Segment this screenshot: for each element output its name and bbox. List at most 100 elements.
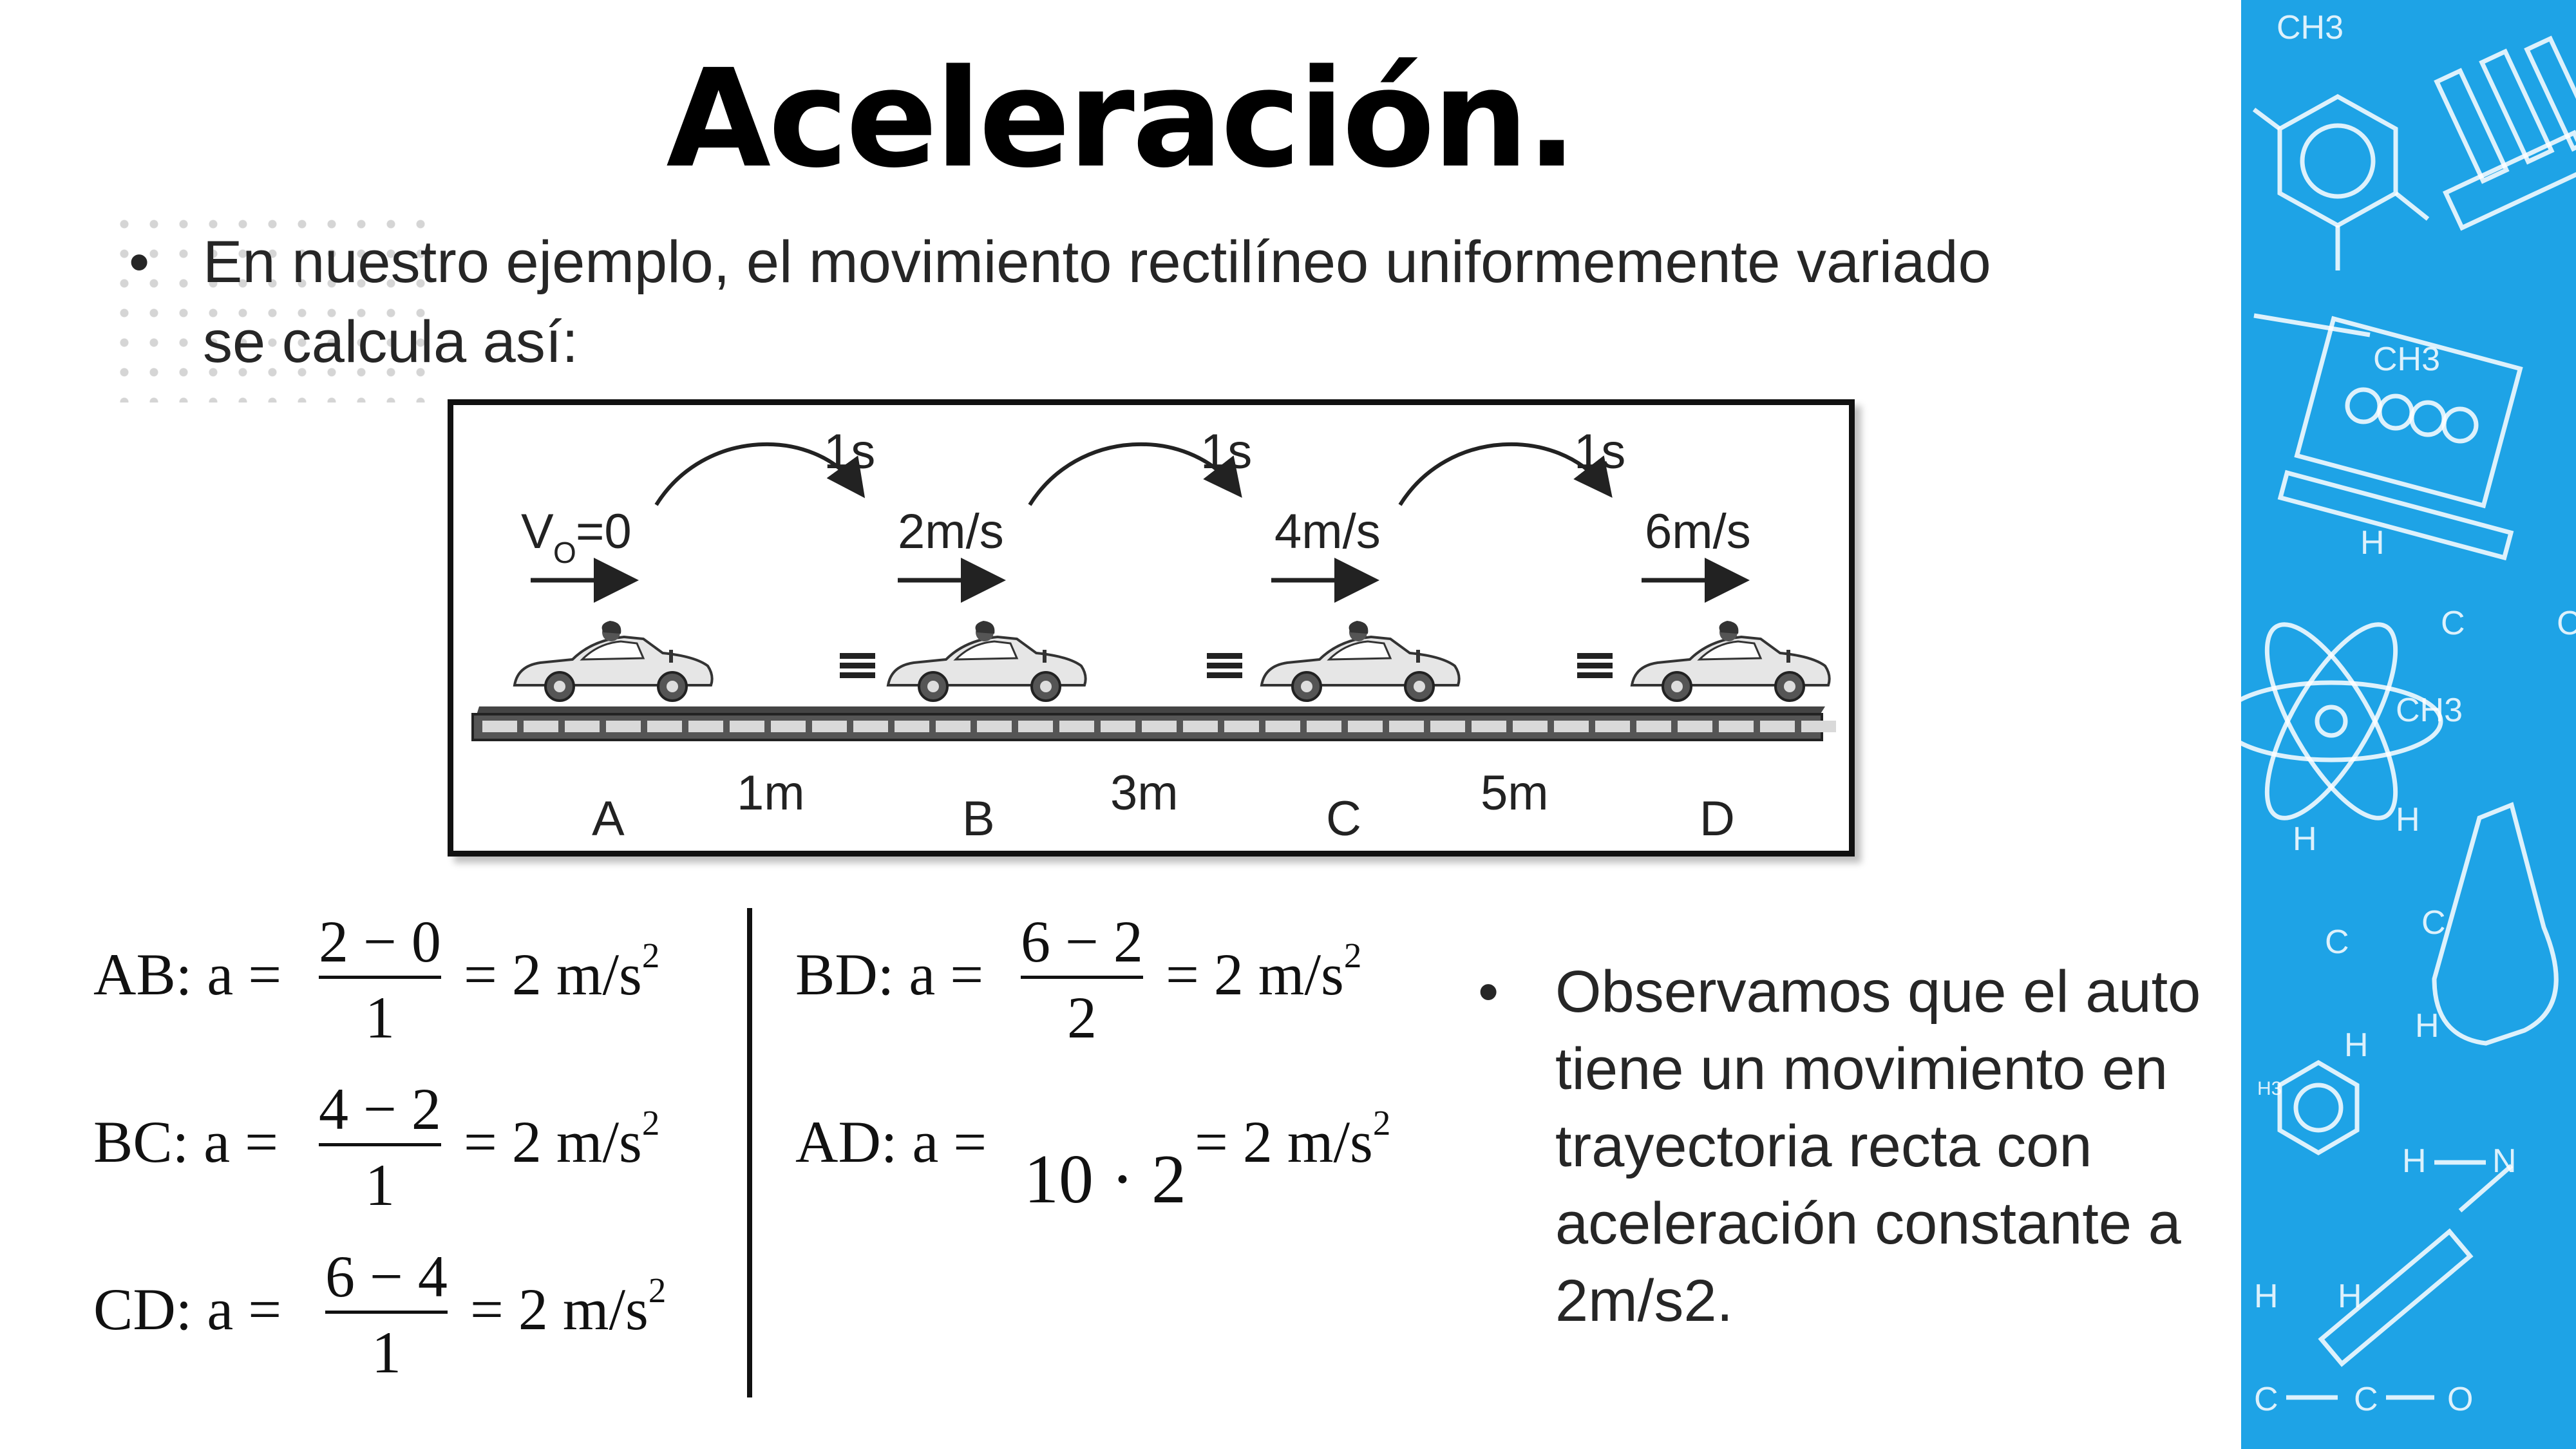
initial-velocity-value: =0 xyxy=(576,504,632,559)
road-tile xyxy=(1719,721,1754,732)
slide-title: Aceleración. xyxy=(666,40,1577,198)
road-tile xyxy=(606,721,641,732)
equation-ab: AB: a = 2 − 0 1 = 2 m/s2 xyxy=(93,908,737,1056)
chem-label: C xyxy=(2325,923,2349,961)
equation-bc: BC: a = 4 − 2 1 = 2 m/s2 xyxy=(93,1075,737,1224)
equation-cd-result-text: = 2 m/s xyxy=(470,1276,649,1342)
newtons-cradle-icon xyxy=(2277,316,2523,561)
equation-ad-exponent: 2 xyxy=(1372,1103,1391,1142)
road-tile xyxy=(1513,721,1548,732)
car-a xyxy=(513,620,714,702)
road-tile xyxy=(688,721,723,732)
road-tile xyxy=(895,721,929,732)
road-tile xyxy=(1760,721,1795,732)
road-tile xyxy=(771,721,806,732)
time-label-3: 1s xyxy=(1574,424,1625,479)
equation-ad-result: = 2 m/s2 xyxy=(1195,1103,1390,1176)
atom-icon xyxy=(2241,622,2443,820)
equation-bd-exponent: 2 xyxy=(1343,936,1362,975)
equation-bd-numerator: 6 − 2 xyxy=(1021,909,1143,974)
road-tile xyxy=(1595,721,1630,732)
chem-label: H xyxy=(2344,1027,2369,1064)
road-tile xyxy=(647,721,682,732)
chem-label: CH3 xyxy=(2396,692,2463,729)
equation-bc-exponent: 2 xyxy=(641,1103,660,1142)
intro-text: En nuestro ejemplo, el movimiento rectil… xyxy=(203,229,1991,375)
chem-label: C xyxy=(2421,904,2446,942)
road-tile xyxy=(936,721,971,732)
equation-bc-result: = 2 m/s2 xyxy=(464,1103,659,1176)
equation-ab-label: AB: a = xyxy=(93,942,282,1007)
equation-bc-result-text: = 2 m/s xyxy=(464,1109,642,1175)
road-tile xyxy=(1101,721,1135,732)
fraction-bar xyxy=(325,1311,448,1314)
point-c: C xyxy=(1326,791,1361,846)
fraction-bar xyxy=(319,976,441,979)
chem-label: C xyxy=(2557,605,2576,642)
road-tile xyxy=(1183,721,1218,732)
road-tile xyxy=(1801,721,1836,732)
fraction-bar xyxy=(1021,976,1143,979)
car-c xyxy=(1260,620,1461,702)
equation-cd-result: = 2 m/s2 xyxy=(470,1271,666,1343)
car-d xyxy=(1631,620,1831,702)
equation-bd: BD: a = 6 − 2 2 = 2 m/s2 xyxy=(795,908,1439,1056)
speed-label-b: 2m/s xyxy=(898,504,1004,559)
equations-divider xyxy=(747,908,752,1397)
equation-ab-numerator: 2 − 0 xyxy=(319,909,441,974)
chem-label: H xyxy=(2402,1142,2427,1180)
road-tile xyxy=(1389,721,1424,732)
phenol-ring-icon xyxy=(2277,1059,2360,1156)
chem-label: C xyxy=(2354,1381,2378,1418)
road-tile xyxy=(1142,721,1177,732)
road xyxy=(471,706,1836,741)
equation-bc-numerator: 4 − 2 xyxy=(319,1076,441,1142)
chem-label: H xyxy=(2415,1007,2439,1045)
jump-arc-cd xyxy=(1398,442,1613,506)
jump-arc-ab xyxy=(654,442,866,506)
speed-lines-c xyxy=(1207,653,1242,678)
conclusion-text: Observamos que el auto tiene un movimien… xyxy=(1555,959,2201,1334)
chem-label: C xyxy=(2441,605,2465,642)
equation-cd: CD: a = 6 − 4 1 = 2 m/s2 xyxy=(93,1243,737,1391)
road-tile xyxy=(1430,721,1465,732)
chem-label: N xyxy=(2492,1142,2517,1180)
chem-label: H xyxy=(2338,1278,2362,1315)
road-tile xyxy=(1018,721,1053,732)
equation-bd-denominator: 2 xyxy=(1067,985,1097,1050)
equation-bd-result: = 2 m/s2 xyxy=(1166,936,1361,1009)
equation-cd-label: CD: a = xyxy=(93,1276,282,1342)
conclusion-bullet: • Observamos que el auto tiene un movimi… xyxy=(1478,953,2225,1340)
road-tile xyxy=(1224,721,1259,732)
equation-bc-fraction: 4 − 2 1 xyxy=(312,1075,448,1218)
time-label-1: 1s xyxy=(824,424,875,479)
decorative-dot-grid xyxy=(109,209,444,402)
car-b xyxy=(887,620,1087,702)
point-b: B xyxy=(962,791,995,846)
equation-ad-label: AD: a = xyxy=(795,1109,987,1175)
point-a: A xyxy=(592,791,625,846)
equation-bc-label: BC: a = xyxy=(93,1109,279,1175)
equation-cd-exponent: 2 xyxy=(648,1271,667,1310)
road-tile xyxy=(1307,721,1341,732)
equation-ad: AD: a = 10 · 2 = 2 m/s2 xyxy=(795,1075,1439,1224)
chem-label: H3 xyxy=(2257,1078,2282,1099)
equation-bd-label: BD: a = xyxy=(795,942,984,1007)
equation-bd-fraction: 6 − 2 2 xyxy=(1014,908,1150,1050)
road-tile xyxy=(853,721,888,732)
road-tile xyxy=(1554,721,1589,732)
chem-label: CH3 xyxy=(2373,341,2440,378)
bullet-glyph: • xyxy=(129,229,150,295)
equation-ad-expression: 10 · 2 xyxy=(1024,1141,1186,1218)
time-label-2: 1s xyxy=(1200,424,1252,479)
intro-bullet: • En nuestro ejemplo, el movimiento rect… xyxy=(129,222,1996,382)
road-tile xyxy=(1348,721,1383,732)
road-tile xyxy=(977,721,1012,732)
chemistry-decoration-panel: CH3 CH3 H C C CH3 H H C C H H H N H H C … xyxy=(2241,0,2576,1449)
road-tile xyxy=(812,721,847,732)
chem-label: CH3 xyxy=(2277,9,2344,46)
equation-cd-fraction: 6 − 4 1 xyxy=(319,1243,454,1385)
benzene-ring-icon xyxy=(2277,93,2398,229)
test-tube-rack-icon xyxy=(2434,35,2576,231)
chem-label: H xyxy=(2254,1278,2278,1315)
